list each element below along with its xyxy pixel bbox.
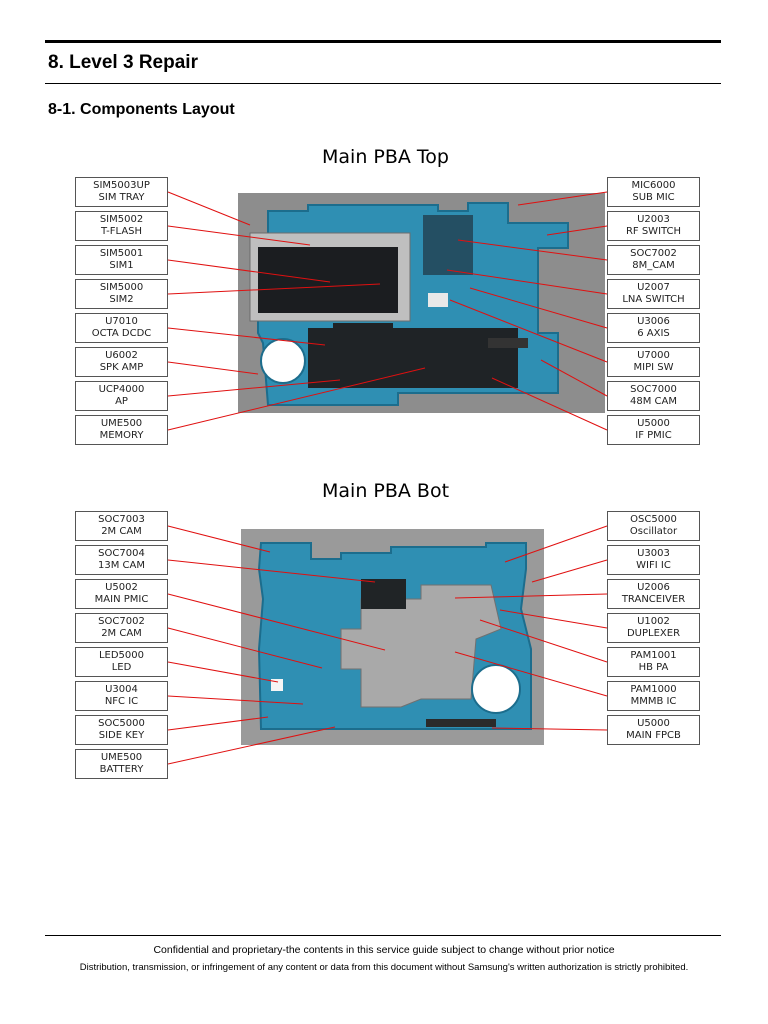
pcb-top-photo xyxy=(238,193,605,413)
top-rule xyxy=(45,40,721,43)
bot-diagram-title: Main PBA Bot xyxy=(322,480,450,502)
footer-confidential: Confidential and proprietary-the content… xyxy=(153,944,615,956)
footer-distribution: Distribution, transmission, or infringem… xyxy=(79,962,689,973)
top-diagram-title: Main PBA Top xyxy=(322,146,449,168)
pcb-bot-photo xyxy=(241,529,544,745)
subsection-title: 8-1. Components Layout xyxy=(48,101,235,118)
header-rule xyxy=(45,83,721,84)
footer-rule xyxy=(45,935,721,936)
section-title: 8. Level 3 Repair xyxy=(48,52,198,73)
